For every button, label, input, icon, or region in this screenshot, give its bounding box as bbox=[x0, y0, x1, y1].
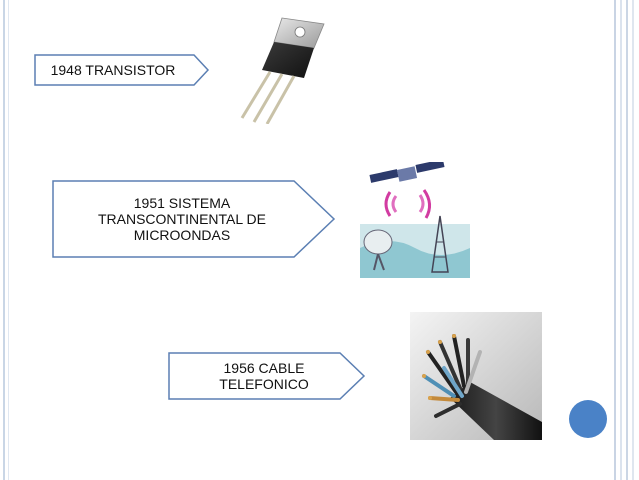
microwave-satellite-image bbox=[360, 162, 470, 278]
right-border-stripes bbox=[611, 0, 639, 480]
cable-label-line-1: 1956 CABLE bbox=[223, 360, 305, 376]
telephone-cable-image bbox=[410, 312, 542, 440]
arrow-shape bbox=[52, 180, 336, 258]
arrow-shape bbox=[34, 54, 210, 86]
cable-label: 1956 CABLE TELEFONICO bbox=[188, 352, 340, 400]
microwave-label: 1951 SISTEMA TRANSCONTINENTAL DE MICROON… bbox=[64, 180, 300, 258]
arrow-shape bbox=[168, 352, 366, 400]
arrow-label-1956: 1956 CABLE TELEFONICO bbox=[168, 352, 366, 400]
transistor-label: 1948 TRANSISTOR bbox=[50, 62, 176, 78]
microwave-label-line-2: TRANSCONTINENTAL DE bbox=[97, 211, 266, 227]
accent-circle bbox=[569, 400, 607, 438]
arrow-label-1951: 1951 SISTEMA TRANSCONTINENTAL DE MICROON… bbox=[52, 180, 336, 258]
cable-label-line-2: TELEFONICO bbox=[219, 376, 309, 392]
left-border-line bbox=[3, 0, 5, 480]
microwave-label-line-1: 1951 SISTEMA bbox=[133, 195, 231, 211]
microwave-label-line-3: MICROONDAS bbox=[133, 227, 231, 243]
transistor-image bbox=[240, 17, 325, 124]
left-border-line bbox=[8, 0, 9, 480]
arrow-label-1948: 1948 TRANSISTOR bbox=[34, 54, 210, 86]
